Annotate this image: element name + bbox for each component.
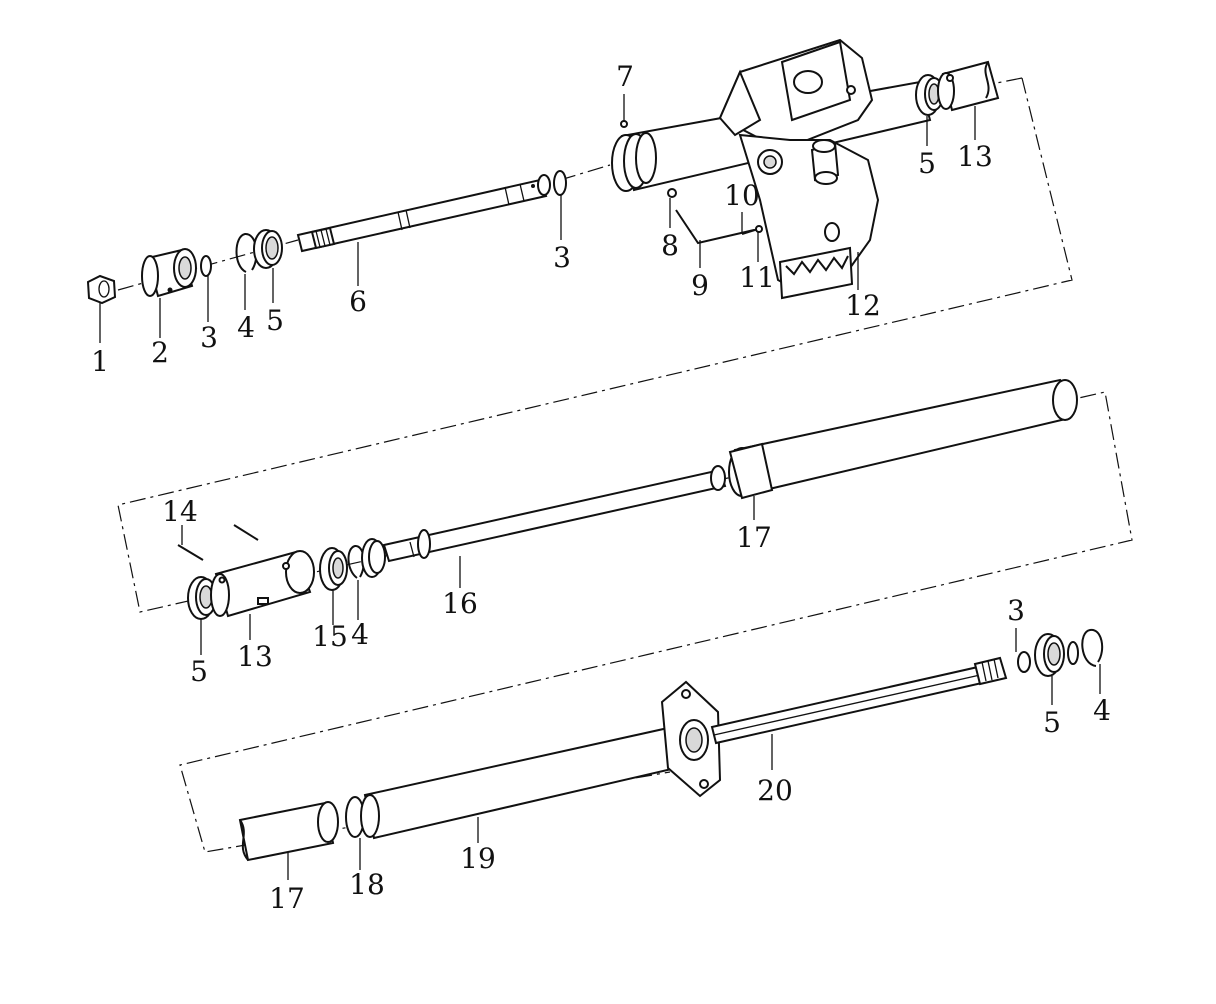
- callout-7: 7: [616, 60, 634, 93]
- callout-17-lower: 17: [269, 882, 305, 915]
- callout-13-mid: 13: [237, 640, 273, 673]
- callout-9: 9: [691, 269, 709, 302]
- callout-5-mid: 5: [190, 655, 208, 688]
- leader-lines: [99, 94, 1101, 880]
- part-6-shaft: [296, 174, 551, 253]
- part-17-outer-tube: [728, 378, 1078, 500]
- callout-4-mid: 4: [351, 618, 369, 651]
- callout-3-shaft: 3: [553, 241, 571, 274]
- part-9-spring-wire: [675, 209, 755, 245]
- part-13-tube-right: [937, 60, 1000, 112]
- callout-4-lower: 4: [1093, 694, 1111, 727]
- callout-6: 6: [349, 285, 367, 318]
- callout-2: 2: [151, 336, 169, 369]
- callout-labels: 1 2 3 4 5 6 3 7 8 9 10 11 12 5 13 14 5 1…: [91, 60, 1111, 915]
- lower-assembly: [238, 628, 1104, 862]
- callout-8: 8: [661, 229, 679, 262]
- upper-assembly: [86, 38, 1000, 305]
- part-8-pin: [667, 188, 677, 198]
- part-14-pin: [177, 544, 204, 561]
- callout-20: 20: [757, 774, 793, 807]
- part-19-lower-tube: [360, 726, 678, 840]
- callout-13: 13: [957, 140, 993, 173]
- part-16-inner-shaft: [382, 465, 727, 563]
- part-3-ring-lower: [1017, 651, 1031, 673]
- callout-3-lower: 3: [1007, 594, 1025, 627]
- callout-17: 17: [736, 521, 772, 554]
- part-3-ring: [200, 255, 212, 277]
- part-4-circlip-lower: [1081, 628, 1104, 667]
- callout-3: 3: [200, 321, 218, 354]
- part-20-lower-shaft: [710, 656, 1008, 745]
- callout-19: 19: [460, 842, 496, 875]
- part-1-nut: [86, 274, 117, 305]
- callout-1: 1: [91, 345, 109, 378]
- part-13-housing: [210, 550, 315, 618]
- callout-18: 18: [349, 868, 385, 901]
- callout-5: 5: [266, 304, 284, 337]
- part-12-bracket: [718, 38, 880, 300]
- part-5-bearing-lower: [1034, 633, 1065, 677]
- part-5-bearing: [253, 229, 283, 269]
- middle-assembly: [177, 378, 1078, 620]
- callout-4: 4: [237, 311, 255, 344]
- connection-lines: [117, 77, 1133, 853]
- callout-16: 16: [442, 587, 478, 620]
- part-2-bushing: [141, 248, 197, 298]
- part-flange-plate: [660, 680, 722, 798]
- callout-12: 12: [845, 289, 881, 322]
- callout-10: 10: [724, 179, 760, 212]
- callout-5-lower: 5: [1043, 706, 1061, 739]
- part-bearing-shaft-mid: [361, 538, 386, 578]
- callout-5-right: 5: [918, 147, 936, 180]
- part-15-bearing: [319, 547, 348, 591]
- callout-11: 11: [739, 261, 775, 294]
- callout-15: 15: [312, 620, 348, 653]
- part-17-tube-lower: [238, 801, 339, 862]
- part-10-11-pin: [741, 225, 763, 235]
- part-3-ring-shaft: [553, 170, 567, 196]
- callout-14: 14: [162, 495, 198, 528]
